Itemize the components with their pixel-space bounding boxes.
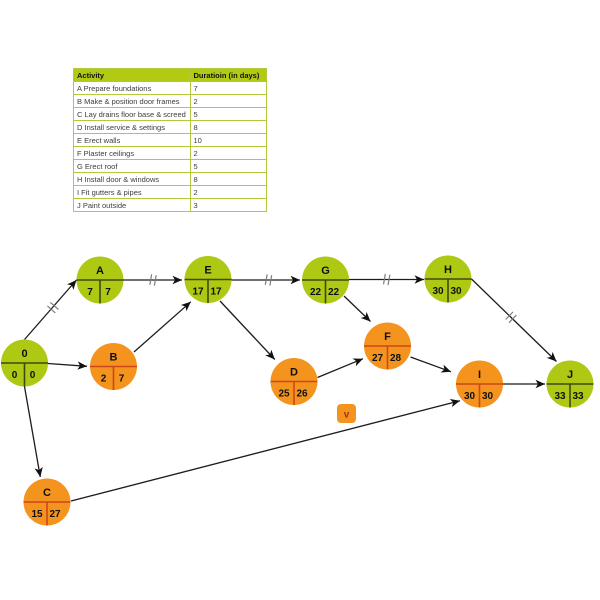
svg-text:C: C bbox=[43, 487, 51, 499]
svg-text:F: F bbox=[384, 331, 391, 343]
svg-text:15: 15 bbox=[31, 509, 43, 520]
svg-text:33: 33 bbox=[572, 391, 584, 402]
svg-text:26: 26 bbox=[296, 389, 308, 400]
svg-text:I: I bbox=[478, 369, 481, 381]
svg-text:30: 30 bbox=[432, 286, 444, 297]
svg-text:33: 33 bbox=[554, 391, 566, 402]
svg-text:0: 0 bbox=[30, 370, 36, 381]
svg-text:7: 7 bbox=[87, 287, 93, 298]
svg-text:22: 22 bbox=[328, 287, 340, 298]
svg-text:22: 22 bbox=[310, 287, 322, 298]
svg-text:27: 27 bbox=[49, 509, 61, 520]
svg-text:27: 27 bbox=[372, 353, 384, 364]
svg-text:17: 17 bbox=[192, 287, 204, 298]
svg-text:B: B bbox=[110, 352, 118, 364]
svg-text:0: 0 bbox=[21, 348, 27, 360]
svg-text:30: 30 bbox=[464, 391, 476, 402]
svg-text:7: 7 bbox=[105, 287, 111, 298]
svg-text:A: A bbox=[96, 265, 104, 277]
svg-text:7: 7 bbox=[119, 374, 125, 385]
svg-text:30: 30 bbox=[482, 391, 494, 402]
svg-text:17: 17 bbox=[210, 287, 222, 298]
svg-text:H: H bbox=[444, 264, 452, 276]
svg-text:0: 0 bbox=[12, 370, 18, 381]
svg-text:J: J bbox=[567, 369, 573, 381]
svg-text:25: 25 bbox=[278, 389, 290, 400]
svg-text:G: G bbox=[321, 265, 330, 277]
svg-text:E: E bbox=[204, 265, 211, 277]
svg-text:28: 28 bbox=[390, 353, 402, 364]
svg-text:D: D bbox=[290, 367, 298, 379]
svg-text:2: 2 bbox=[101, 374, 107, 385]
svg-text:v: v bbox=[344, 410, 350, 421]
svg-text:30: 30 bbox=[450, 286, 462, 297]
